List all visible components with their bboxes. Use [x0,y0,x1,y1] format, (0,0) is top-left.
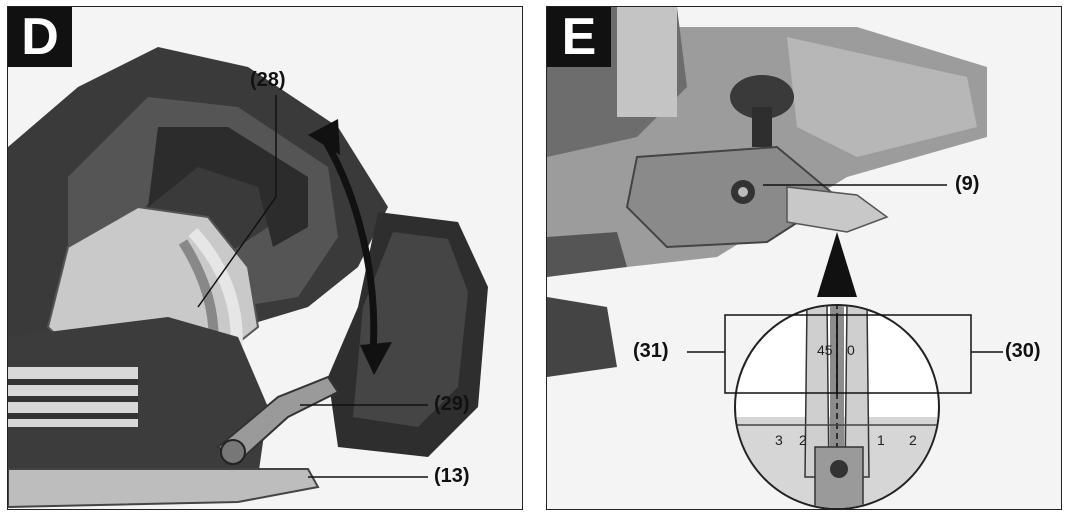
panel-d-badge: D [8,7,72,67]
scale-label-right-2: 2 [909,432,917,448]
scale-label-left-2: 2 [799,432,807,448]
callout-31: (31) [633,340,669,362]
scale-label-right-1: 1 [877,432,885,448]
panel-d-saw-bevel: D (28) (29) (13) [7,6,523,510]
callout-9: (9) [955,173,980,195]
saw-illustration [8,47,488,509]
callout-29: (29) [434,393,470,415]
scale-label-left-3: 3 [775,432,783,448]
inset-label-0: 0 [847,342,855,358]
panel-e-badge: E [547,7,611,67]
inset-label-45: 45 [817,342,833,358]
callout-28: (28) [250,69,286,91]
callout-13: (13) [434,465,470,487]
callout-30: (30) [1005,340,1041,362]
panel-e-cutting-guide: 3 2 1 2 45 0 E (9) (31) (30) [546,6,1062,510]
base-plate-illustration: 3 2 1 2 45 0 [547,7,1003,509]
